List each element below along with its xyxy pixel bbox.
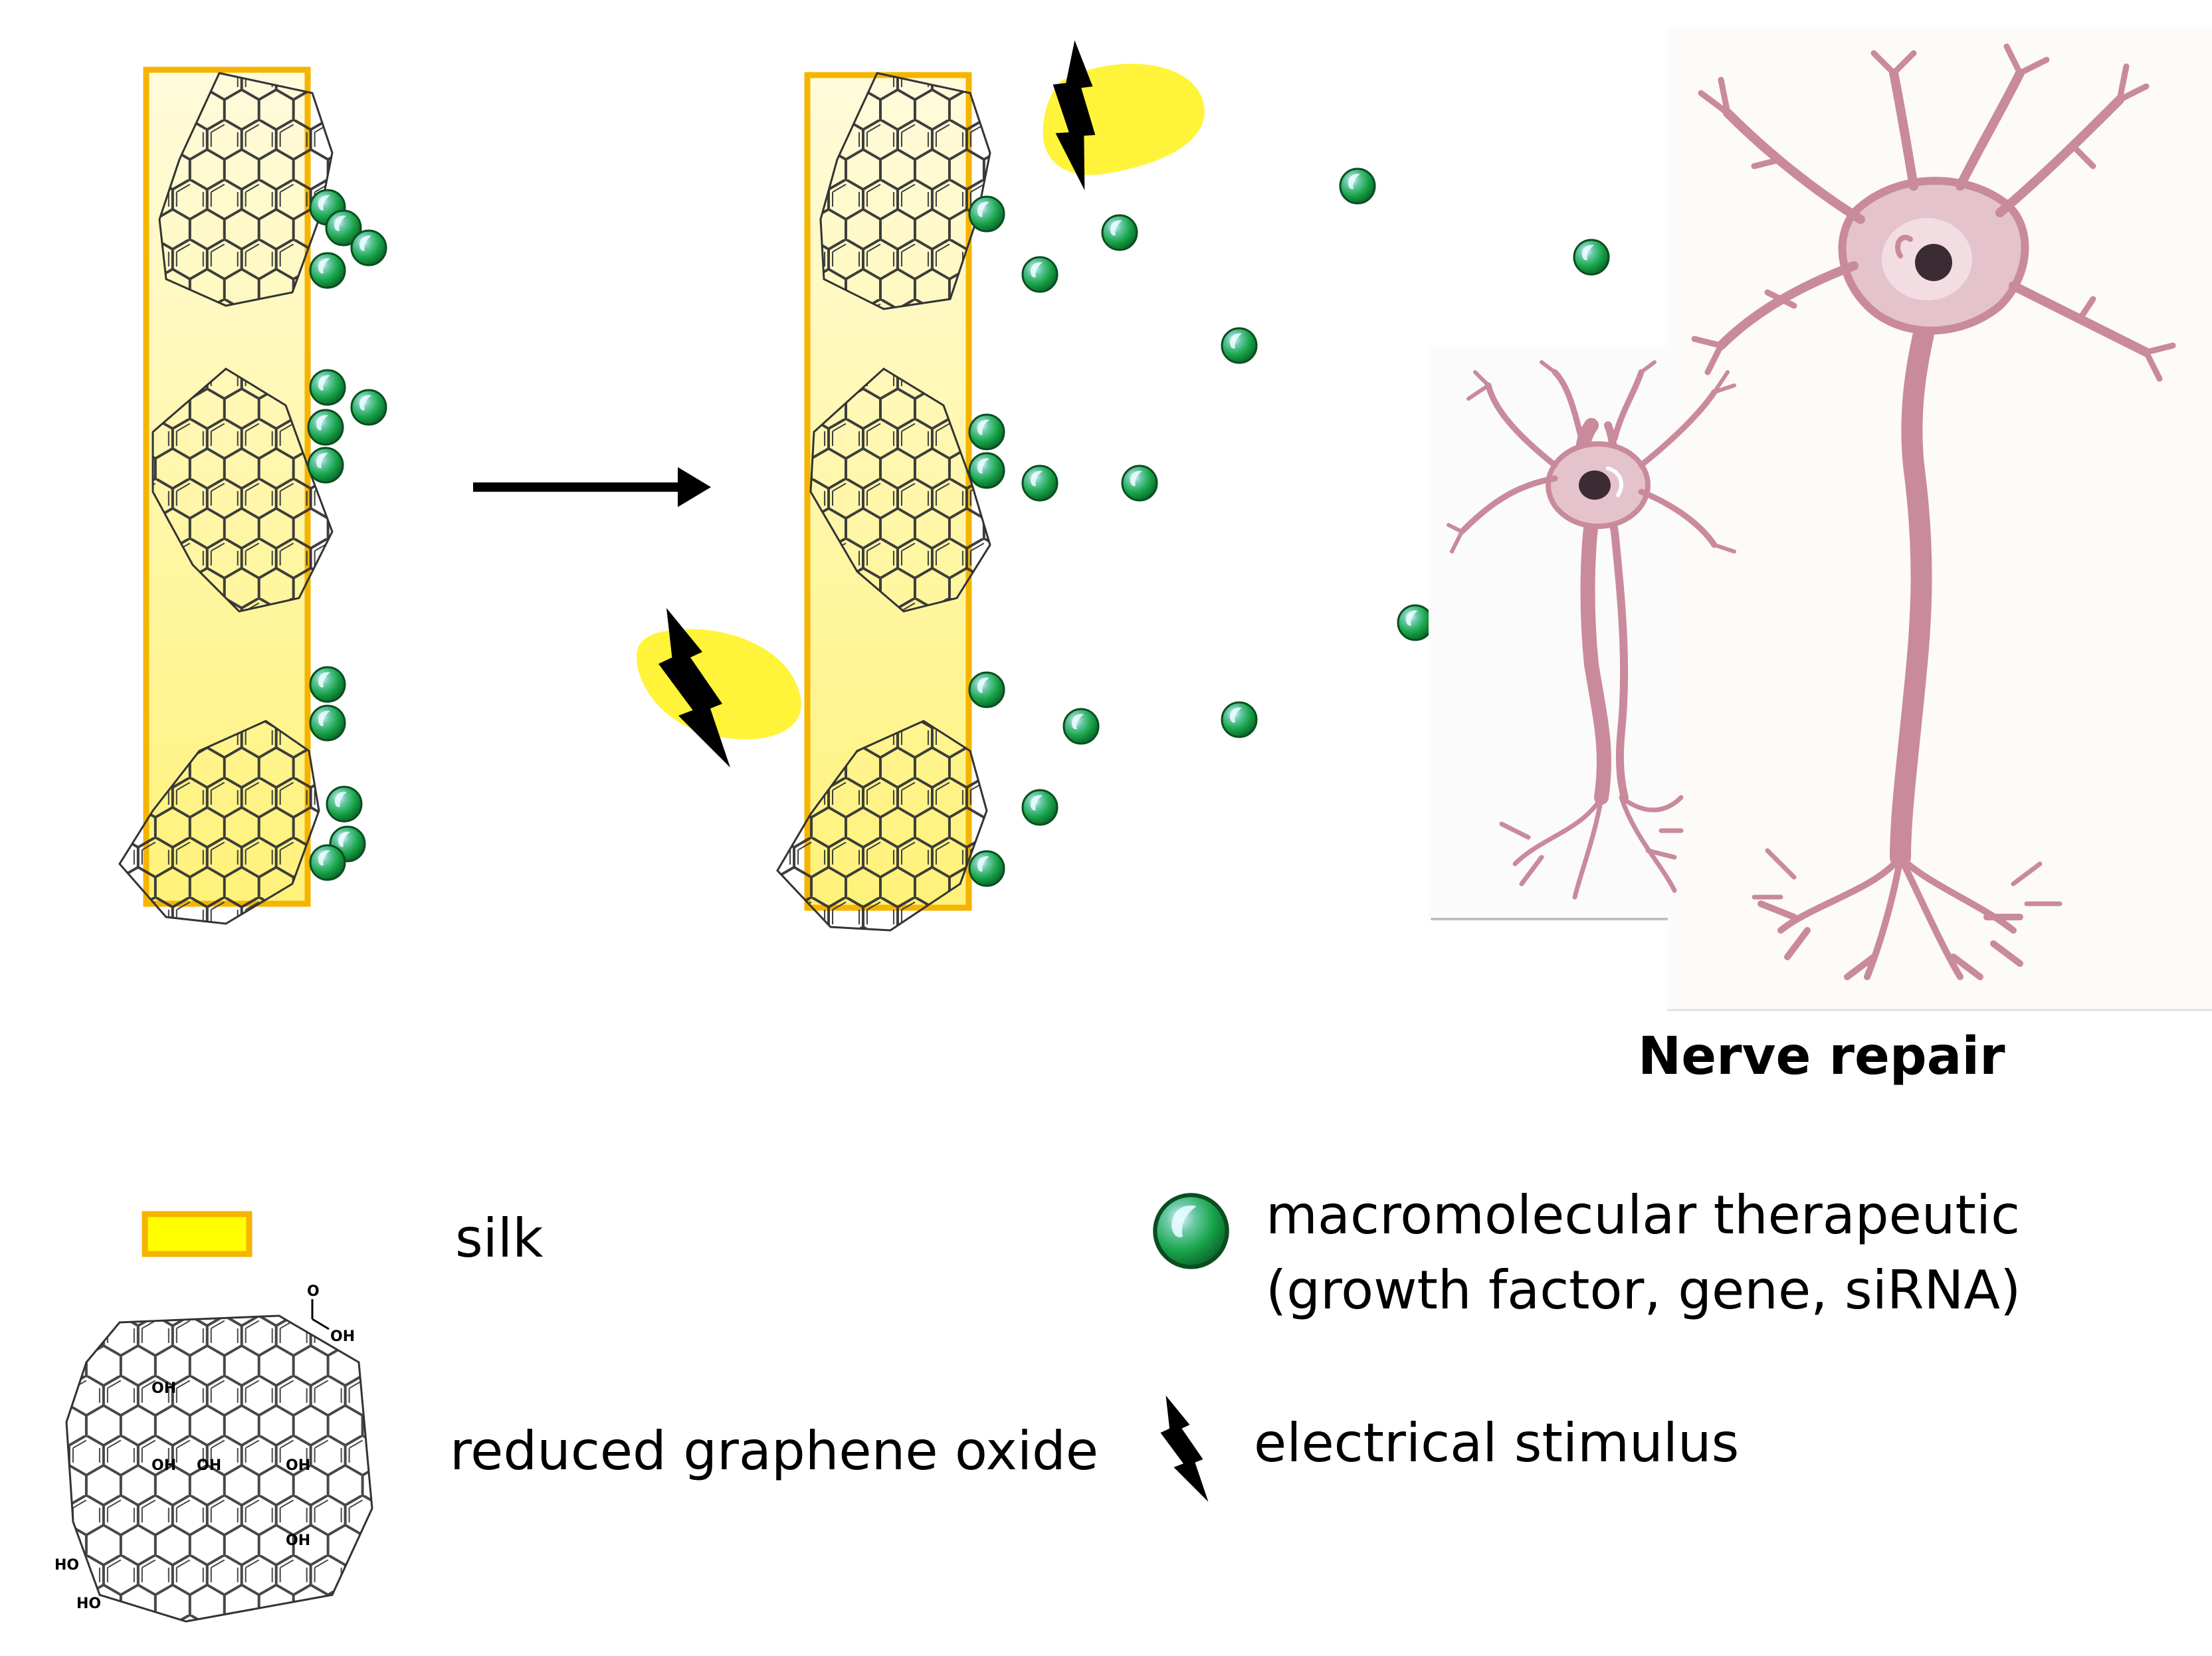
particle-icon (1221, 701, 1258, 738)
particle-icon (1121, 465, 1158, 502)
particle-icon (1397, 604, 1434, 641)
particle-icon (1021, 789, 1058, 826)
chem-label-ho: HO (76, 1596, 101, 1612)
nerve-repair-label: Nerve repair (1638, 1027, 2005, 1087)
graphene-sheet-icon (158, 72, 334, 307)
particle-icon (309, 704, 346, 742)
chem-label-oh: OH (151, 1457, 176, 1474)
particle-icon (1021, 256, 1058, 293)
legend-rgo-structure: O OH OH OH OH OH OH HO HO (54, 1283, 373, 1623)
lightning-bolt-icon (637, 608, 801, 768)
scaffold-after (776, 72, 1005, 932)
particle-icon (309, 369, 346, 406)
particle-icon (968, 452, 1005, 489)
legend-lightning-bolt-icon (1160, 1396, 1209, 1502)
lightning-bolt-icon (1025, 38, 1205, 191)
chem-label-oh: OH (151, 1380, 176, 1397)
graphene-sheet-icon (118, 720, 320, 925)
legend-therapeutic-label-2: (growth factor, gene, siRNA) (1266, 1259, 2021, 1321)
particle-icon (968, 671, 1005, 708)
legend-therapeutic-label-1: macromolecular therapeutic (1266, 1184, 2021, 1246)
particle-icon (968, 195, 1005, 233)
legend-silk-label: silk (455, 1207, 544, 1269)
particle-icon (307, 447, 344, 484)
particle-icon (1101, 214, 1138, 251)
particle-icon (968, 850, 1005, 887)
particle-icon (309, 666, 346, 703)
particle-icon (309, 844, 346, 881)
particle-icon (1573, 239, 1610, 276)
legend-stimulus-label: electrical stimulus (1254, 1412, 1740, 1474)
particle-icon (1062, 708, 1100, 745)
chem-label-oh: OH (286, 1532, 310, 1549)
chem-label-oh: OH (286, 1457, 310, 1474)
particle-icon (307, 409, 344, 446)
graphene-sheet-icon (776, 720, 988, 932)
arrow-icon (473, 467, 711, 507)
chem-label-oh: OH (330, 1328, 355, 1345)
particle-icon (1021, 465, 1058, 502)
chem-label-ho: HO (54, 1557, 79, 1574)
chem-label-o: O (307, 1283, 320, 1300)
particle-icon (1221, 327, 1258, 364)
legend-rgo-label: reduced graphene oxide (450, 1420, 1099, 1482)
scaffold-before (118, 66, 387, 925)
graphene-sheet-icon (819, 72, 991, 310)
particle-icon (968, 413, 1005, 451)
particle-icon (350, 229, 387, 266)
legend-silk-swatch (142, 1211, 252, 1257)
legend-particle-icon (1155, 1195, 1227, 1267)
graphene-sheet-icon (151, 367, 334, 613)
chem-label-oh: OH (197, 1457, 221, 1474)
neuron-icon (1429, 27, 2212, 1011)
particle-icon (350, 389, 387, 426)
graphene-sheet-icon (809, 367, 991, 613)
particle-icon (1339, 167, 1376, 205)
particle-icon (309, 252, 346, 289)
particle-icon (326, 785, 363, 823)
